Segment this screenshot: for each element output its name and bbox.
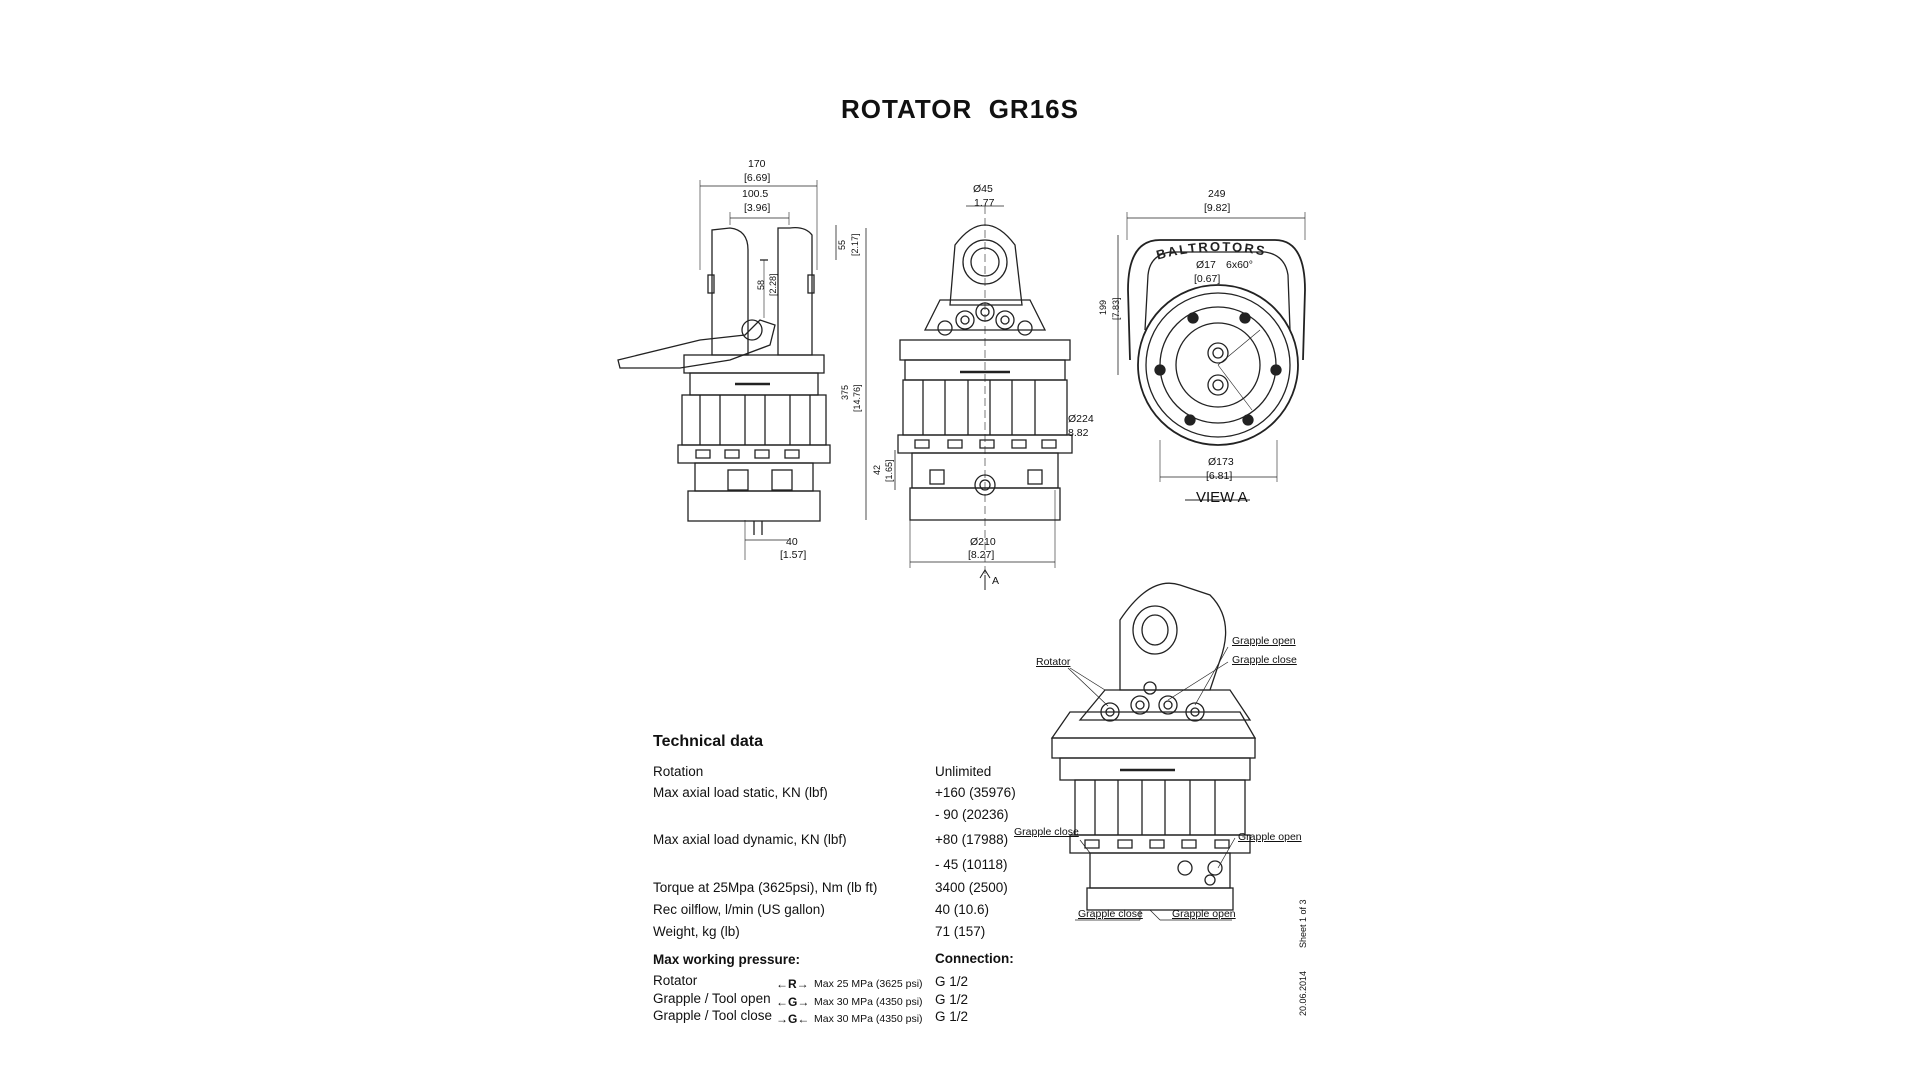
tech-row-value: +160 (35976) [935, 785, 1016, 800]
tech-row-value: +80 (17988) [935, 832, 1009, 847]
connection-value: G 1/2 [935, 992, 969, 1007]
dim-40-in: [1.57] [780, 549, 807, 561]
dim-55-in: [2.17] [850, 233, 860, 256]
tech-row-value: 71 (157) [935, 924, 986, 939]
dim-170-in: [6.69] [744, 172, 771, 184]
dim-phi173: Ø173 [1208, 456, 1234, 468]
dim-phi210-in: [8.27] [968, 549, 995, 561]
dim-249: 249 [1208, 188, 1226, 200]
grapple-close-symbol: →G← [776, 1012, 810, 1026]
tech-row-label: Weight, kg (lb) [653, 924, 740, 939]
pressure-row-label: Grapple / Tool close [653, 1008, 773, 1023]
pressure-row-label: Rotator [653, 973, 698, 988]
dim-199: 199 [1098, 299, 1108, 315]
tech-row-label: Rec oilflow, l/min (US gallon) [653, 902, 825, 917]
label-grapple-close-left: Grapple close [1014, 826, 1079, 838]
dim-375-in: [14.76] [852, 384, 862, 412]
dim-170: 170 [748, 158, 766, 170]
dim-55: 55 [837, 239, 847, 250]
isometric-view-drawing [1050, 582, 1257, 921]
side-view-drawing [617, 180, 867, 560]
grapple-open-symbol: ←G→ [776, 995, 810, 1009]
tech-row-value: Unlimited [935, 764, 992, 779]
tech-row-value: 40 (10.6) [935, 902, 990, 917]
pressure-row-label: Grapple / Tool open [653, 991, 771, 1006]
dim-holes: 6x60° [1226, 259, 1253, 271]
sheet-number: Sheet 1 of 3 [1298, 899, 1308, 948]
pressure-heading: Max working pressure: [653, 952, 801, 967]
drawing-title: ROTATOR GR16S [841, 94, 1079, 124]
pressure-row-value: Max 30 MPa (4350 psi) [814, 996, 923, 1008]
tech-row-value: - 90 (20236) [935, 807, 1009, 822]
tech-row-label: Max axial load dynamic, KN (lbf) [653, 832, 847, 847]
tech-row-label: Rotation [653, 764, 704, 779]
label-rotator: Rotator [1036, 656, 1071, 668]
dim-58: 58 [756, 279, 766, 290]
label-grapple-open-right: Grapple open [1238, 831, 1302, 843]
dim-phi17: Ø17 [1196, 259, 1216, 271]
pressure-row-value: Max 30 MPa (4350 psi) [814, 1013, 923, 1025]
label-grapple-close-bottom: Grapple close [1078, 908, 1143, 920]
dim-40: 40 [786, 536, 798, 548]
dim-375: 375 [840, 384, 850, 400]
dim-42: 42 [872, 464, 882, 475]
connection-heading: Connection: [935, 951, 1014, 966]
tech-row-value: - 45 (10118) [935, 857, 1008, 872]
dim-199-in: [7.83] [1111, 297, 1121, 320]
rotator-symbol: ←R→ [776, 977, 809, 991]
tech-row-label: Max axial load static, KN (lbf) [653, 785, 828, 800]
drawing-date: 20.06.2014 [1298, 970, 1308, 1016]
dim-phi45: Ø45 [973, 183, 993, 195]
dim-100-5-in: [3.96] [744, 202, 771, 214]
tech-row-value: 3400 (2500) [935, 880, 1008, 895]
tech-row-label: Torque at 25Mpa (3625psi), Nm (lb ft) [653, 880, 878, 895]
connection-value: G 1/2 [935, 974, 969, 989]
dim-phi45-in: 1.77 [974, 197, 995, 209]
view-a-label: VIEW A [1196, 489, 1248, 506]
dim-42-in: [1.65] [884, 459, 894, 482]
label-grapple-open-top: Grapple open [1232, 635, 1296, 647]
section-a-label: A [992, 575, 1000, 587]
technical-data-heading: Technical data [653, 733, 763, 750]
dim-249-in: [9.82] [1204, 202, 1231, 214]
dim-phi173-in: [6.81] [1206, 470, 1233, 482]
pressure-row-value: Max 25 MPa (3625 psi) [814, 978, 923, 990]
front-view-drawing [894, 205, 1073, 590]
dim-phi224: Ø224 [1068, 413, 1094, 425]
label-grapple-open-bottom: Grapple open [1172, 908, 1236, 920]
dim-phi224-in: 8.82 [1068, 427, 1089, 439]
view-a-drawing [1117, 212, 1306, 501]
dim-58-in: [2.28] [768, 273, 778, 296]
label-grapple-close-top: Grapple close [1232, 654, 1297, 666]
dim-phi17-in: [0.67] [1194, 273, 1221, 285]
connection-value: G 1/2 [935, 1009, 969, 1024]
dim-phi210: Ø210 [970, 536, 996, 548]
dim-100-5: 100.5 [742, 188, 769, 200]
